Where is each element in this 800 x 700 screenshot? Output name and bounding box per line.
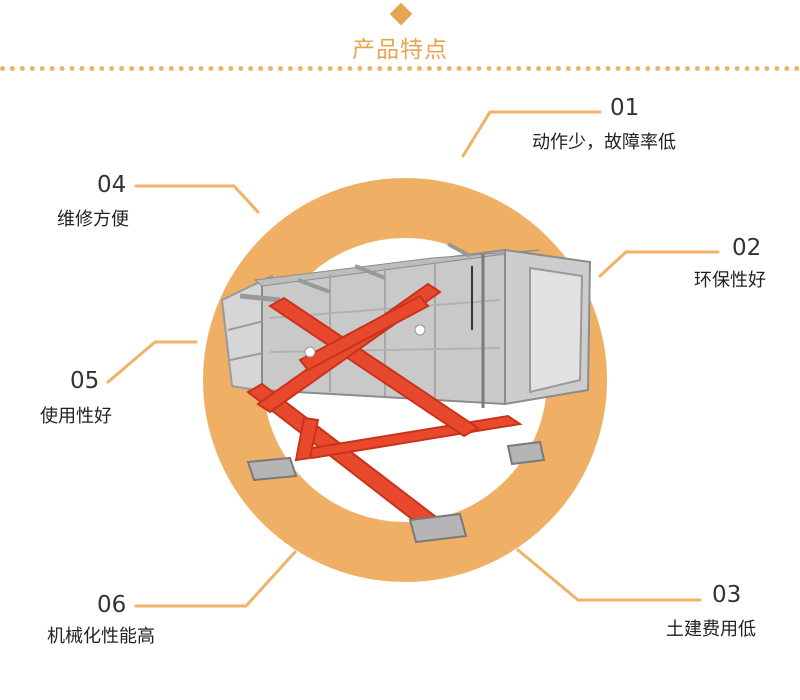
feature-03-label: 土建费用低 <box>666 619 756 640</box>
feature-02-number: 02 <box>732 235 762 261</box>
section-title: 产品特点 <box>352 37 448 63</box>
feature-03-number: 03 <box>712 582 742 608</box>
scissor-lift-container-image <box>220 242 592 544</box>
feature-02-label: 环保性好 <box>694 270 766 291</box>
feature-01-label: 动作少，故障率低 <box>532 132 676 153</box>
leader-line-02 <box>598 250 720 278</box>
leader-line-03 <box>516 548 702 602</box>
leader-line-05 <box>106 340 198 384</box>
feature-01-number: 01 <box>610 95 640 121</box>
leader-line-01 <box>461 110 602 158</box>
feature-06-label: 机械化性能高 <box>47 626 155 647</box>
feature-04-number: 04 <box>97 172 127 198</box>
dotted-divider <box>0 66 800 71</box>
leader-line-06 <box>134 550 297 608</box>
feature-04-label: 维修方便 <box>57 209 129 230</box>
feature-06-number: 06 <box>97 592 127 618</box>
feature-05-label: 使用性好 <box>40 406 112 427</box>
leader-line-04 <box>134 184 260 214</box>
feature-05-number: 05 <box>70 368 100 394</box>
